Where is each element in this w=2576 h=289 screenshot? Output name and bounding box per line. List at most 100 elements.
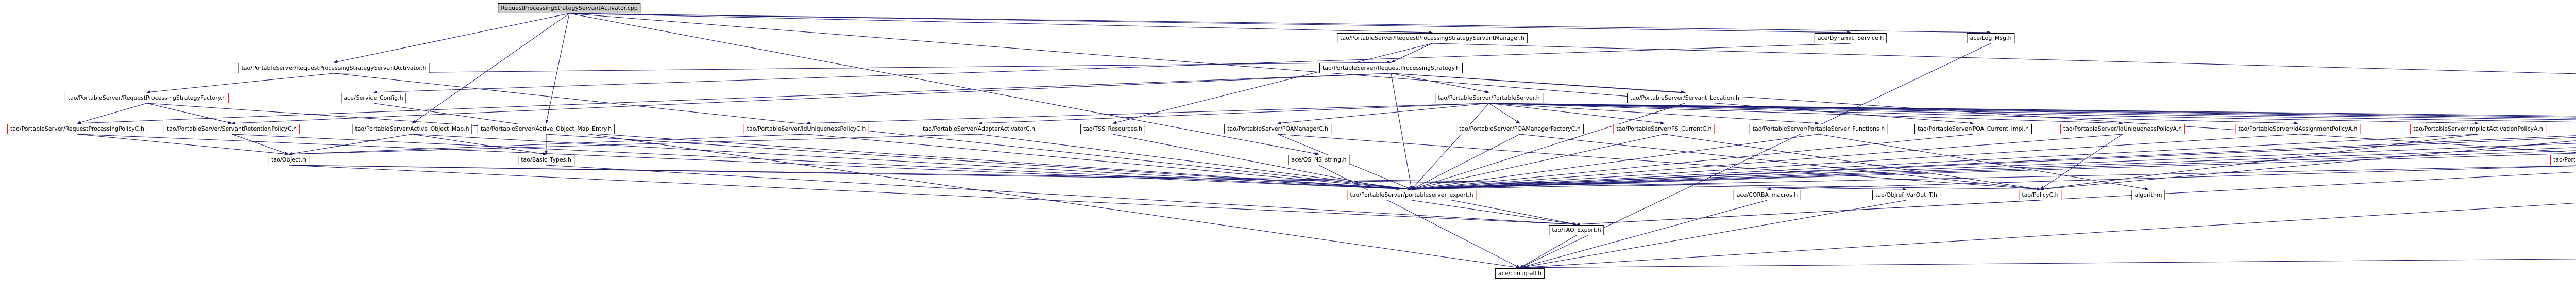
graph-edge-9-29: [1488, 103, 2576, 119]
graph-edge-9-25: [1488, 103, 2298, 125]
graph-edge-9-26: [1488, 103, 2479, 125]
graph-edge-9-22: [1488, 103, 1819, 125]
graph-node-46[interactable]: ace/config-all.h: [1495, 268, 1545, 279]
graph-edge-37-40: [1411, 165, 2576, 191]
graph-edge-9-40: [1411, 103, 1489, 190]
graph-edge-9-27: [1488, 103, 2576, 123]
graph-node-35[interactable]: tao/Basic_Types.h: [518, 155, 574, 165]
graph-edge-1-4: [569, 13, 1991, 34]
graph-edge-43-45: [1576, 200, 2041, 226]
graph-node-25[interactable]: tao/PortableServer/IdAssignmentPolicyA.h: [2235, 124, 2361, 134]
graph-edge-5-6: [333, 61, 1392, 74]
graph-edge-42-46: [1519, 200, 1907, 269]
graph-edge-26-40: [1411, 134, 2479, 191]
graph-edge-12-34: [77, 134, 289, 156]
graph-edge-3-8: [373, 43, 1851, 94]
graph-node-9[interactable]: tao/PortableServer/PortableServer.h: [1435, 93, 1543, 103]
graph-edge-37-41: [1767, 165, 2576, 191]
graph-node-42[interactable]: tao/Objref_VarOut_T.h: [1872, 190, 1940, 200]
graph-edge-5-40: [333, 73, 1412, 191]
graph-edge-29-40: [1411, 147, 2576, 191]
graph-node-16[interactable]: tao/PortableServer/IdUniquenessPolicyC.h: [743, 124, 869, 134]
graph-edge-14-35: [412, 134, 547, 155]
graph-edge-12-40: [77, 134, 1412, 191]
graph-node-15[interactable]: tao/PortableServer/Active_Object_Map_Ent…: [477, 124, 615, 134]
graph-edge-6-9: [1391, 73, 1489, 93]
graph-edge-9-21: [1488, 103, 1665, 125]
graph-node-4[interactable]: ace/Log_Msg.h: [1967, 33, 2015, 43]
graph-node-3[interactable]: ace/Dynamic_Service.h: [1814, 33, 1887, 43]
graph-edge-35-45: [546, 165, 1577, 226]
graph-edge-36-46: [1318, 165, 1520, 268]
graph-node-5[interactable]: tao/PortableServer/RequestProcessingStra…: [238, 63, 430, 73]
graph-edge-9-28: [1488, 103, 2576, 120]
graph-edge-6-13: [231, 73, 1392, 125]
graph-edge-16-40: [806, 134, 1412, 191]
graph-node-41[interactable]: ace/CORBA_macros.h: [1733, 190, 1801, 200]
graph-edge-13-34: [231, 134, 289, 155]
graph-edge-30-40: [1411, 150, 2576, 191]
graph-edge-5-7: [146, 73, 334, 94]
graph-node-10[interactable]: tao/PortableServer/Servant_Location.h: [1627, 93, 1742, 103]
graph-edge-15-40: [546, 134, 1412, 191]
graph-edge-39-46: [1519, 259, 2576, 269]
graph-edge-40-45: [1411, 200, 1577, 226]
graph-node-7[interactable]: tao/PortableServer/RequestProcessingStra…: [64, 93, 229, 103]
graph-edge-22-40: [1411, 134, 1819, 191]
graph-edge-19-43: [1277, 134, 2041, 191]
graph-node-36[interactable]: ace/OS_NS_string.h: [1288, 155, 1350, 165]
graph-edge-26-43: [2040, 134, 2479, 191]
graph-node-6[interactable]: tao/PortableServer/RequestProcessingStra…: [1319, 63, 1463, 73]
graph-node-13[interactable]: tao/PortableServer/ServantRetentionPolic…: [163, 124, 300, 134]
graph-edge-10-40: [1411, 103, 1685, 190]
graph-edge-13-40: [231, 134, 1412, 191]
graph-edge-34-45: [288, 165, 1577, 226]
graph-edge-6-12: [77, 73, 1392, 125]
graph-node-22[interactable]: tao/PortableServer/PortableServer_Functi…: [1749, 124, 1888, 134]
graph-node-18[interactable]: tao/TSS_Resources.h: [1080, 124, 1146, 134]
graph-edge-9-17: [978, 103, 1489, 125]
graph-edge-1-36: [569, 13, 1319, 155]
graph-edge-25-40: [1411, 134, 2298, 191]
graph-edge-1-14: [412, 13, 570, 124]
graph-edge-7-13: [146, 103, 232, 124]
graph-edge-24-43: [2040, 134, 2123, 190]
graph-node-37[interactable]: tao/PortableServer/PS_ForwardC.h: [2550, 155, 2576, 165]
graph-edge-7-12: [77, 103, 147, 124]
graph-edge-6-40: [1391, 73, 1413, 190]
graph-edge-1-23: [569, 13, 1974, 125]
graph-edge-9-31: [1488, 103, 2576, 117]
graph-node-19[interactable]: tao/PortableServer/POAManagerC.h: [1224, 124, 1331, 134]
graph-edge-1-3: [569, 13, 1851, 34]
graph-edge-27-43: [2040, 140, 2576, 191]
graph-node-24[interactable]: tao/PortableServer/IdUniquenessPolicyA.h: [2060, 124, 2185, 134]
graph-edge-1-15: [545, 13, 570, 124]
graph-node-26[interactable]: tao/PortableServer/ImplicitActivationPol…: [2410, 124, 2546, 134]
graph-edge-7-40: [146, 103, 1412, 191]
graph-edge-31-40: [1411, 153, 2576, 191]
graph-node-44[interactable]: algorithm: [2131, 190, 2165, 200]
graph-edge-9-20: [1488, 103, 1520, 124]
graph-node-2[interactable]: tao/PortableServer/RequestProcessingStra…: [1337, 33, 1528, 43]
graph-node-45[interactable]: tao/TAO_Export.h: [1549, 225, 1604, 235]
graph-node-12[interactable]: tao/PortableServer/RequestProcessingPoli…: [7, 124, 147, 134]
graph-edge-9-24: [1488, 103, 2123, 125]
graph-node-21[interactable]: tao/PortableServer/PS_CurrentC.h: [1613, 124, 1715, 134]
graph-node-40[interactable]: tao/PortableServer/portableserver_export…: [1347, 190, 1477, 200]
graph-edge-2-11: [1432, 43, 2576, 74]
graph-node-20[interactable]: tao/PortableServer/POAManagerFactoryC.h: [1456, 124, 1584, 134]
graph-edge-21-40: [1411, 134, 1665, 190]
graph-node-1[interactable]: RequestProcessingStrategyServantActivato…: [498, 3, 641, 13]
graph-node-8[interactable]: ace/Service_Config.h: [341, 93, 406, 103]
graph-node-34[interactable]: tao/Object.h: [268, 155, 309, 165]
graph-edge-14-34: [288, 134, 413, 155]
graph-edge-22-44: [1818, 134, 2149, 190]
graph-node-43[interactable]: tao/PolicyC.h: [2019, 190, 2062, 200]
graph-edge-9-16: [806, 103, 1489, 125]
graph-edge-41-46: [1519, 200, 1768, 269]
graph-edge-20-40: [1411, 134, 1520, 190]
graph-node-17[interactable]: tao/PortableServer/AdapterActivatorC.h: [920, 124, 1038, 134]
graph-node-14[interactable]: tao/PortableServer/Active_Object_Map.h: [352, 124, 472, 134]
graph-node-23[interactable]: tao/PortableServer/POA_Current_Impl.h: [1914, 124, 2032, 134]
graph-edge-20-43: [1519, 134, 2041, 191]
